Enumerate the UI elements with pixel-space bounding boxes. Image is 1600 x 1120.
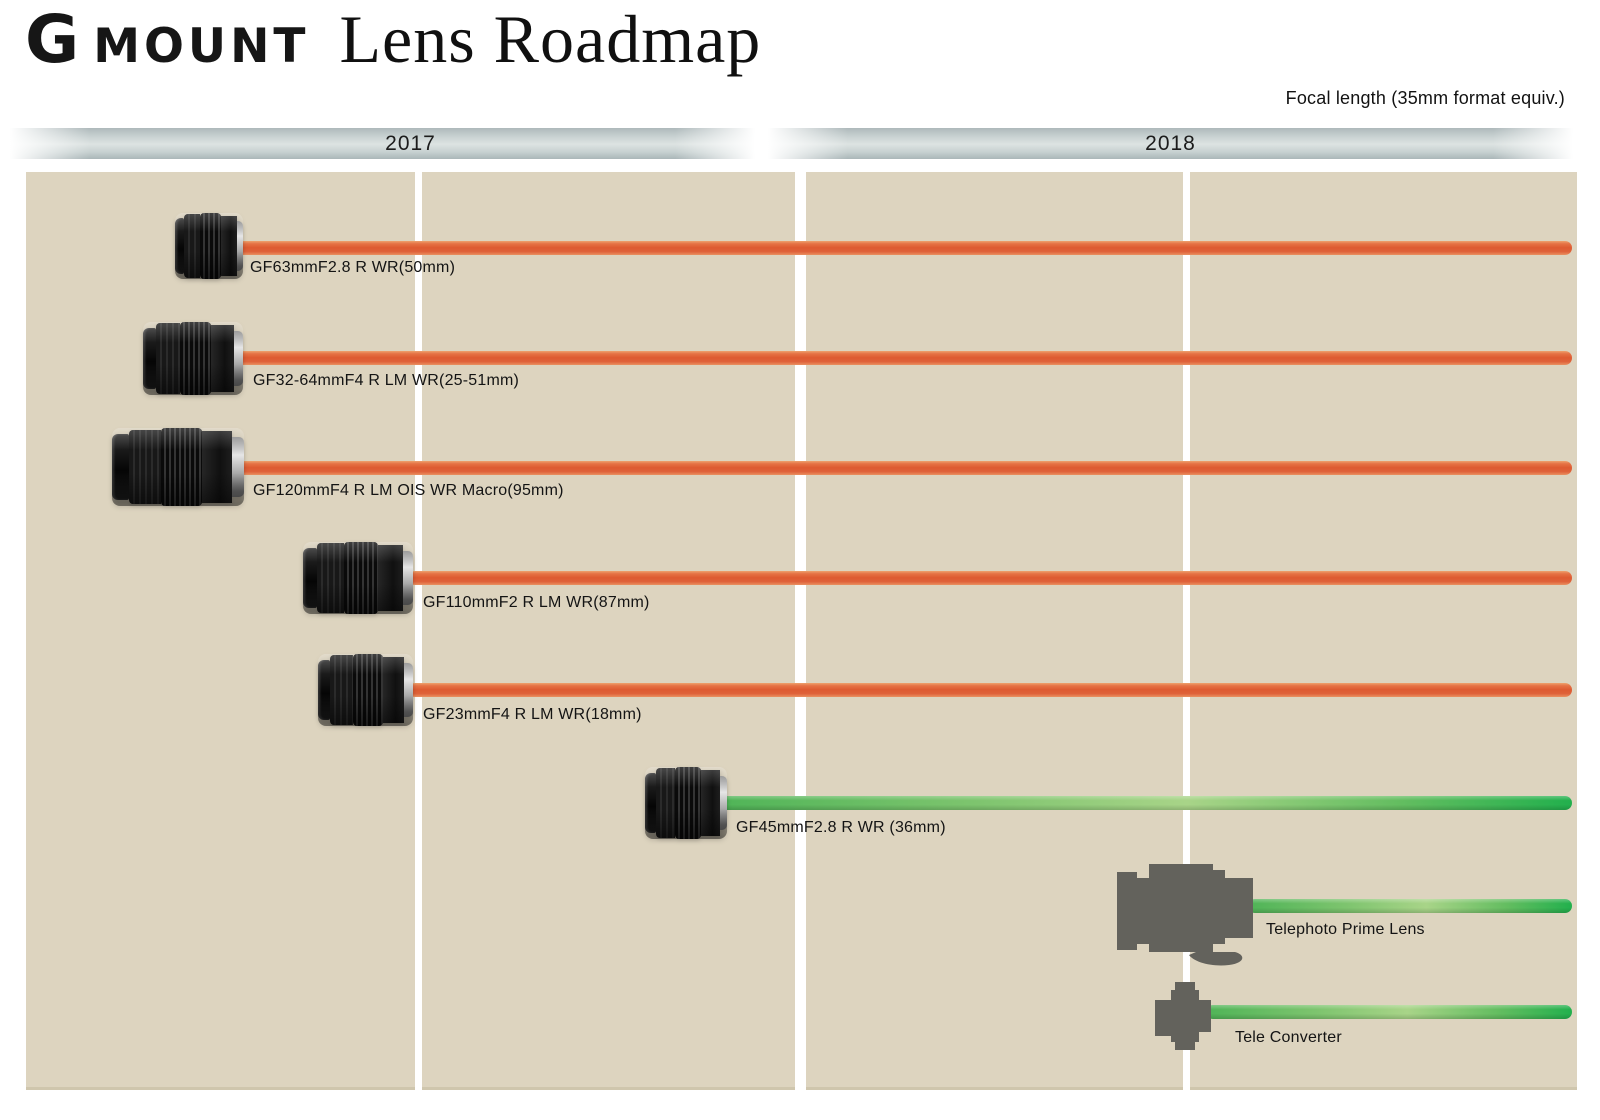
lens-aperture-ring — [211, 324, 234, 393]
lens-focus-ring — [343, 542, 378, 614]
timeline-year-2018: 2018 — [768, 128, 1573, 159]
lens-front — [303, 547, 318, 609]
lens-aperture-ring — [221, 215, 237, 277]
grid-line-year-divider — [795, 172, 806, 1090]
label-tele-converter: Tele Converter — [1235, 1029, 1342, 1046]
tele-converter-silhouette-icon — [1155, 982, 1211, 1050]
bar-gf32-64 — [235, 351, 1572, 365]
label-gf23: GF23mmF4 R LM WR(18mm) — [423, 706, 642, 723]
lens-front — [645, 772, 656, 834]
lens-front — [143, 327, 156, 390]
lens-barrel — [183, 214, 201, 278]
gmount-logo-g: G — [25, 1, 82, 78]
lens-image-gf23 — [318, 654, 413, 726]
lens-barrel — [655, 768, 676, 838]
lens-barrel — [129, 429, 161, 505]
grid-line-mid-2017 — [415, 172, 422, 1090]
grid-line-mid-2018 — [1183, 172, 1190, 1090]
label-gf120: GF120mmF4 R LM OIS WR Macro(95mm) — [253, 482, 564, 499]
label-gf110: GF110mmF2 R LM WR(87mm) — [423, 594, 650, 611]
lens-image-gf32-64 — [143, 322, 243, 395]
lens-image-gf120 — [112, 428, 244, 506]
label-gf32-64: GF32-64mmF4 R LM WR(25-51mm) — [253, 372, 520, 389]
lens-focus-ring — [675, 767, 701, 839]
lens-focus-ring — [200, 213, 222, 279]
lens-image-gf45 — [645, 767, 727, 839]
bar-telephoto-prime — [1248, 899, 1572, 913]
lens-focus-ring — [353, 654, 383, 726]
lens-aperture-ring — [377, 544, 404, 612]
bar-gf110 — [408, 571, 1572, 585]
lens-barrel — [317, 543, 344, 613]
lens-mount — [404, 662, 413, 718]
lens-focus-ring — [180, 322, 211, 395]
year-2017-label: 2017 — [385, 131, 436, 155]
label-telephoto-prime: Telephoto Prime Lens — [1266, 921, 1425, 938]
label-gf63: GF63mmF2.8 R WR(50mm) — [250, 259, 456, 276]
gmount-logo-mount: MOUNT — [93, 19, 310, 74]
lens-barrel — [330, 655, 354, 725]
lens-front — [318, 659, 331, 721]
lens-image-gf110 — [303, 542, 413, 614]
timeline-year-2017: 2017 — [10, 128, 755, 159]
lens-front — [175, 218, 184, 274]
page-title: G MOUNT Lens Roadmap — [25, 0, 761, 79]
lens-barrel — [156, 323, 180, 394]
lens-mount — [236, 220, 243, 272]
lens-aperture-ring — [201, 431, 233, 503]
lens-aperture-ring — [700, 769, 720, 837]
telephoto-prime-lens-silhouette-icon — [1117, 864, 1253, 966]
page-subtitle: Lens Roadmap — [339, 1, 762, 77]
bar-gf23 — [408, 683, 1572, 697]
lens-mount — [232, 437, 244, 497]
bar-gf63 — [235, 241, 1572, 255]
bar-gf45 — [716, 796, 1572, 810]
lens-mount — [719, 775, 727, 831]
focal-length-note: Focal length (35mm format equiv.) — [1285, 88, 1565, 108]
lens-mount — [234, 330, 243, 387]
lens-aperture-ring — [382, 656, 405, 724]
label-gf45: GF45mmF2.8 R WR (36mm) — [736, 819, 946, 836]
lens-mount — [403, 550, 413, 606]
lens-image-gf63 — [175, 213, 243, 279]
bar-gf120 — [235, 461, 1572, 475]
lens-front — [112, 434, 130, 500]
lens-focus-ring — [160, 428, 202, 506]
bar-tele-converter — [1206, 1005, 1572, 1019]
year-2018-label: 2018 — [1145, 131, 1196, 155]
